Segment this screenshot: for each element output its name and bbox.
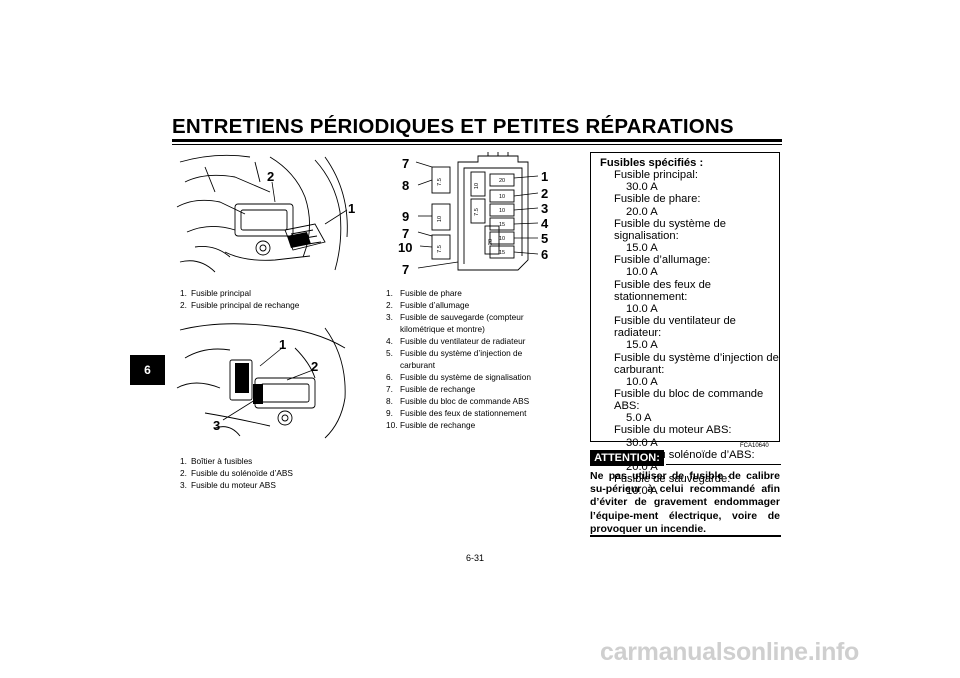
spec-label: Fusible du ventilateur de radiateur:: [614, 315, 736, 340]
callout-5: 5: [541, 231, 548, 246]
figure-a-legend: 1.Fusible principal 2.Fusible principal …: [180, 287, 365, 311]
spec-value: 10.0 A: [626, 375, 658, 388]
list-item: 3.Fusible du moteur ABS: [180, 480, 276, 490]
list-item: 4.Fusible du ventilateur de radiateur: [386, 336, 526, 346]
spec-label: Fusible principal:: [614, 169, 698, 182]
spec-label: Fusible du système d’injection de: [614, 351, 779, 364]
spec-value: 30.0 A: [626, 436, 658, 449]
attention-text: Ne pas utiliser de fusible de calibre su…: [590, 470, 780, 535]
main-fuse-illustration: 2 1: [176, 154, 355, 273]
spec-label: Fusible de sauvegarde:: [614, 473, 731, 486]
list-item: carburant: [400, 360, 436, 370]
spec-label: Fusible du système de signalisation:: [614, 217, 726, 242]
svg-text:7.5: 7.5: [437, 245, 443, 253]
title-rule: [172, 139, 782, 142]
spec-value: 15.0 A: [626, 339, 658, 352]
callout-7: 7: [402, 226, 409, 241]
spec-label: Fusible de phare:: [614, 193, 701, 206]
list-item: 1.Fusible de phare: [386, 288, 462, 298]
callout-2: 2: [311, 359, 318, 374]
fuse-box-diagram: 20 10 10 15 10 15 7.5 10 7.5 10 7.5 20 7…: [398, 152, 549, 277]
fuse-box-legend: 1.Fusible de phare 2.Fusible d’allumage …: [386, 287, 576, 431]
list-item: 2.Fusible du solénoïde d’ABS: [180, 468, 293, 478]
list-item: 6.Fusible du système de signalisation: [386, 372, 531, 382]
callout-3: 3: [541, 201, 548, 216]
svg-text:20: 20: [499, 178, 505, 184]
callout-2: 2: [541, 186, 548, 201]
callout-1: 1: [348, 201, 355, 216]
spec-value: 15.0 A: [626, 242, 658, 255]
caution-code: FCA10640: [740, 443, 769, 449]
callout-8: 8: [402, 178, 409, 193]
callout-1: 1: [279, 337, 286, 352]
svg-text:20: 20: [488, 239, 494, 245]
svg-text:10: 10: [437, 216, 443, 222]
list-item: 2.Fusible principal de rechange: [180, 300, 300, 310]
callout-7: 7: [402, 156, 409, 171]
svg-text:15: 15: [499, 222, 505, 228]
watermark: carmanualsonline.info: [600, 638, 860, 666]
callout-9: 9: [402, 209, 409, 224]
attention-end-rule: [590, 535, 781, 537]
list-item: 9.Fusible des feux de stationnement: [386, 408, 527, 418]
list-item: 7.Fusible de rechange: [386, 384, 476, 394]
spec-label: Fusible du bloc de commande ABS:: [614, 387, 764, 413]
callout-1: 1: [541, 169, 548, 184]
svg-text:10: 10: [499, 194, 505, 200]
list-item: 1.Fusible principal: [180, 288, 251, 298]
abs-fuse-illustration: 1 2 3: [176, 323, 346, 439]
specified-fuses-box: Fusibles spécifiés : Fusible principal: …: [590, 152, 780, 497]
spec-value: 20.0 A: [626, 205, 658, 218]
list-item: 1.Boîtier à fusibles: [180, 456, 253, 466]
spec-label: carburant:: [614, 363, 665, 376]
list-item: 3.Fusible de sauvegarde (compteur: [386, 312, 524, 322]
attention-badge: ATTENTION:: [590, 450, 664, 466]
spec-label: Fusible du moteur ABS:: [614, 424, 732, 437]
chapter-tab: 6: [130, 355, 165, 385]
specs-heading: Fusibles spécifiés :: [600, 157, 704, 169]
list-item: 10.Fusible de rechange: [386, 420, 476, 430]
callout-3: 3: [213, 418, 220, 433]
figure-b-legend: 1.Boîtier à fusibles 2.Fusible du soléno…: [180, 455, 365, 491]
list-item: 8.Fusible du bloc de commande ABS: [386, 396, 530, 406]
spec-label: Fusible des feux de stationnement:: [614, 278, 712, 303]
attention-rule: [666, 464, 781, 465]
callout-4: 4: [541, 216, 549, 231]
spec-value: 30.0 A: [626, 181, 658, 194]
spec-value: 5.0 A: [626, 412, 652, 425]
page-number: 6-31: [466, 553, 485, 563]
callout-10: 10: [398, 240, 412, 255]
svg-text:10: 10: [474, 183, 480, 189]
svg-text:10: 10: [499, 236, 505, 242]
callout-2: 2: [267, 169, 274, 184]
list-item: 5.Fusible du système d’injection de: [386, 348, 523, 358]
spec-value: 10.0 A: [626, 302, 658, 315]
spec-value: 10.0 A: [626, 485, 658, 498]
list-item: kilométrique et montre): [400, 324, 485, 334]
callout-7: 7: [402, 262, 409, 277]
svg-text:15: 15: [499, 250, 505, 256]
spec-value: 10.0 A: [626, 266, 658, 279]
page-title: ENTRETIENS PÉRIODIQUES ET PETITES RÉPARA…: [172, 115, 734, 138]
svg-text:10: 10: [499, 208, 505, 214]
spec-label: Fusible d’allumage:: [614, 254, 711, 267]
title-rule-thin: [172, 144, 782, 145]
svg-text:7.5: 7.5: [474, 208, 480, 216]
callout-6: 6: [541, 247, 548, 262]
svg-text:7.5: 7.5: [437, 178, 443, 186]
list-item: 2.Fusible d’allumage: [386, 300, 470, 310]
